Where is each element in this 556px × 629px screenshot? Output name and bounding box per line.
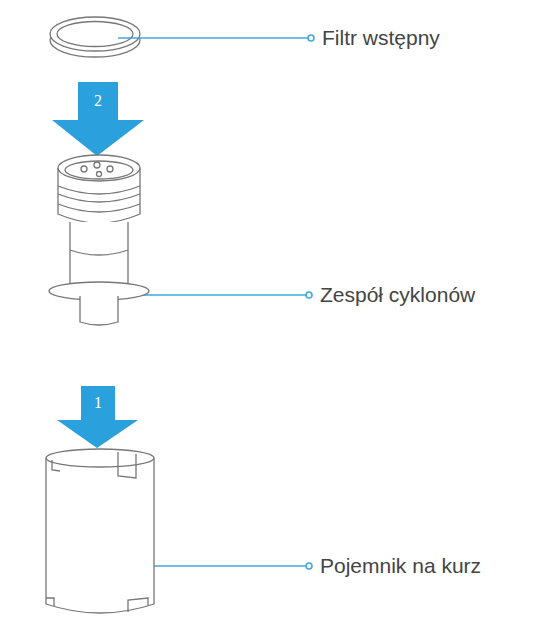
assembly-arrow <box>52 82 144 156</box>
cyclone-assembly <box>49 155 149 325</box>
dust-container <box>46 449 154 613</box>
assembly-arrow <box>57 386 138 448</box>
part-label: Pojemnik na kurz <box>320 553 481 578</box>
part-label: Zespół cyklonów <box>320 282 475 307</box>
pre-filter <box>50 17 140 57</box>
callout-number: 1 <box>94 395 102 411</box>
part-label: Filtr wstępny <box>322 25 440 50</box>
callout-number: 2 <box>94 93 102 109</box>
